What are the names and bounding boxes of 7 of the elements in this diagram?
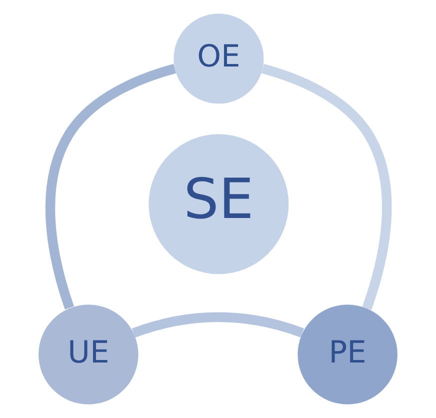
- connector: [45, 64, 176, 310]
- node-circle: PE: [298, 304, 398, 404]
- connector: [261, 64, 392, 310]
- connector: [132, 312, 304, 338]
- node-circle: UE: [38, 304, 138, 404]
- node-circle: SE: [148, 134, 289, 274]
- node-circle: OE: [174, 14, 264, 104]
